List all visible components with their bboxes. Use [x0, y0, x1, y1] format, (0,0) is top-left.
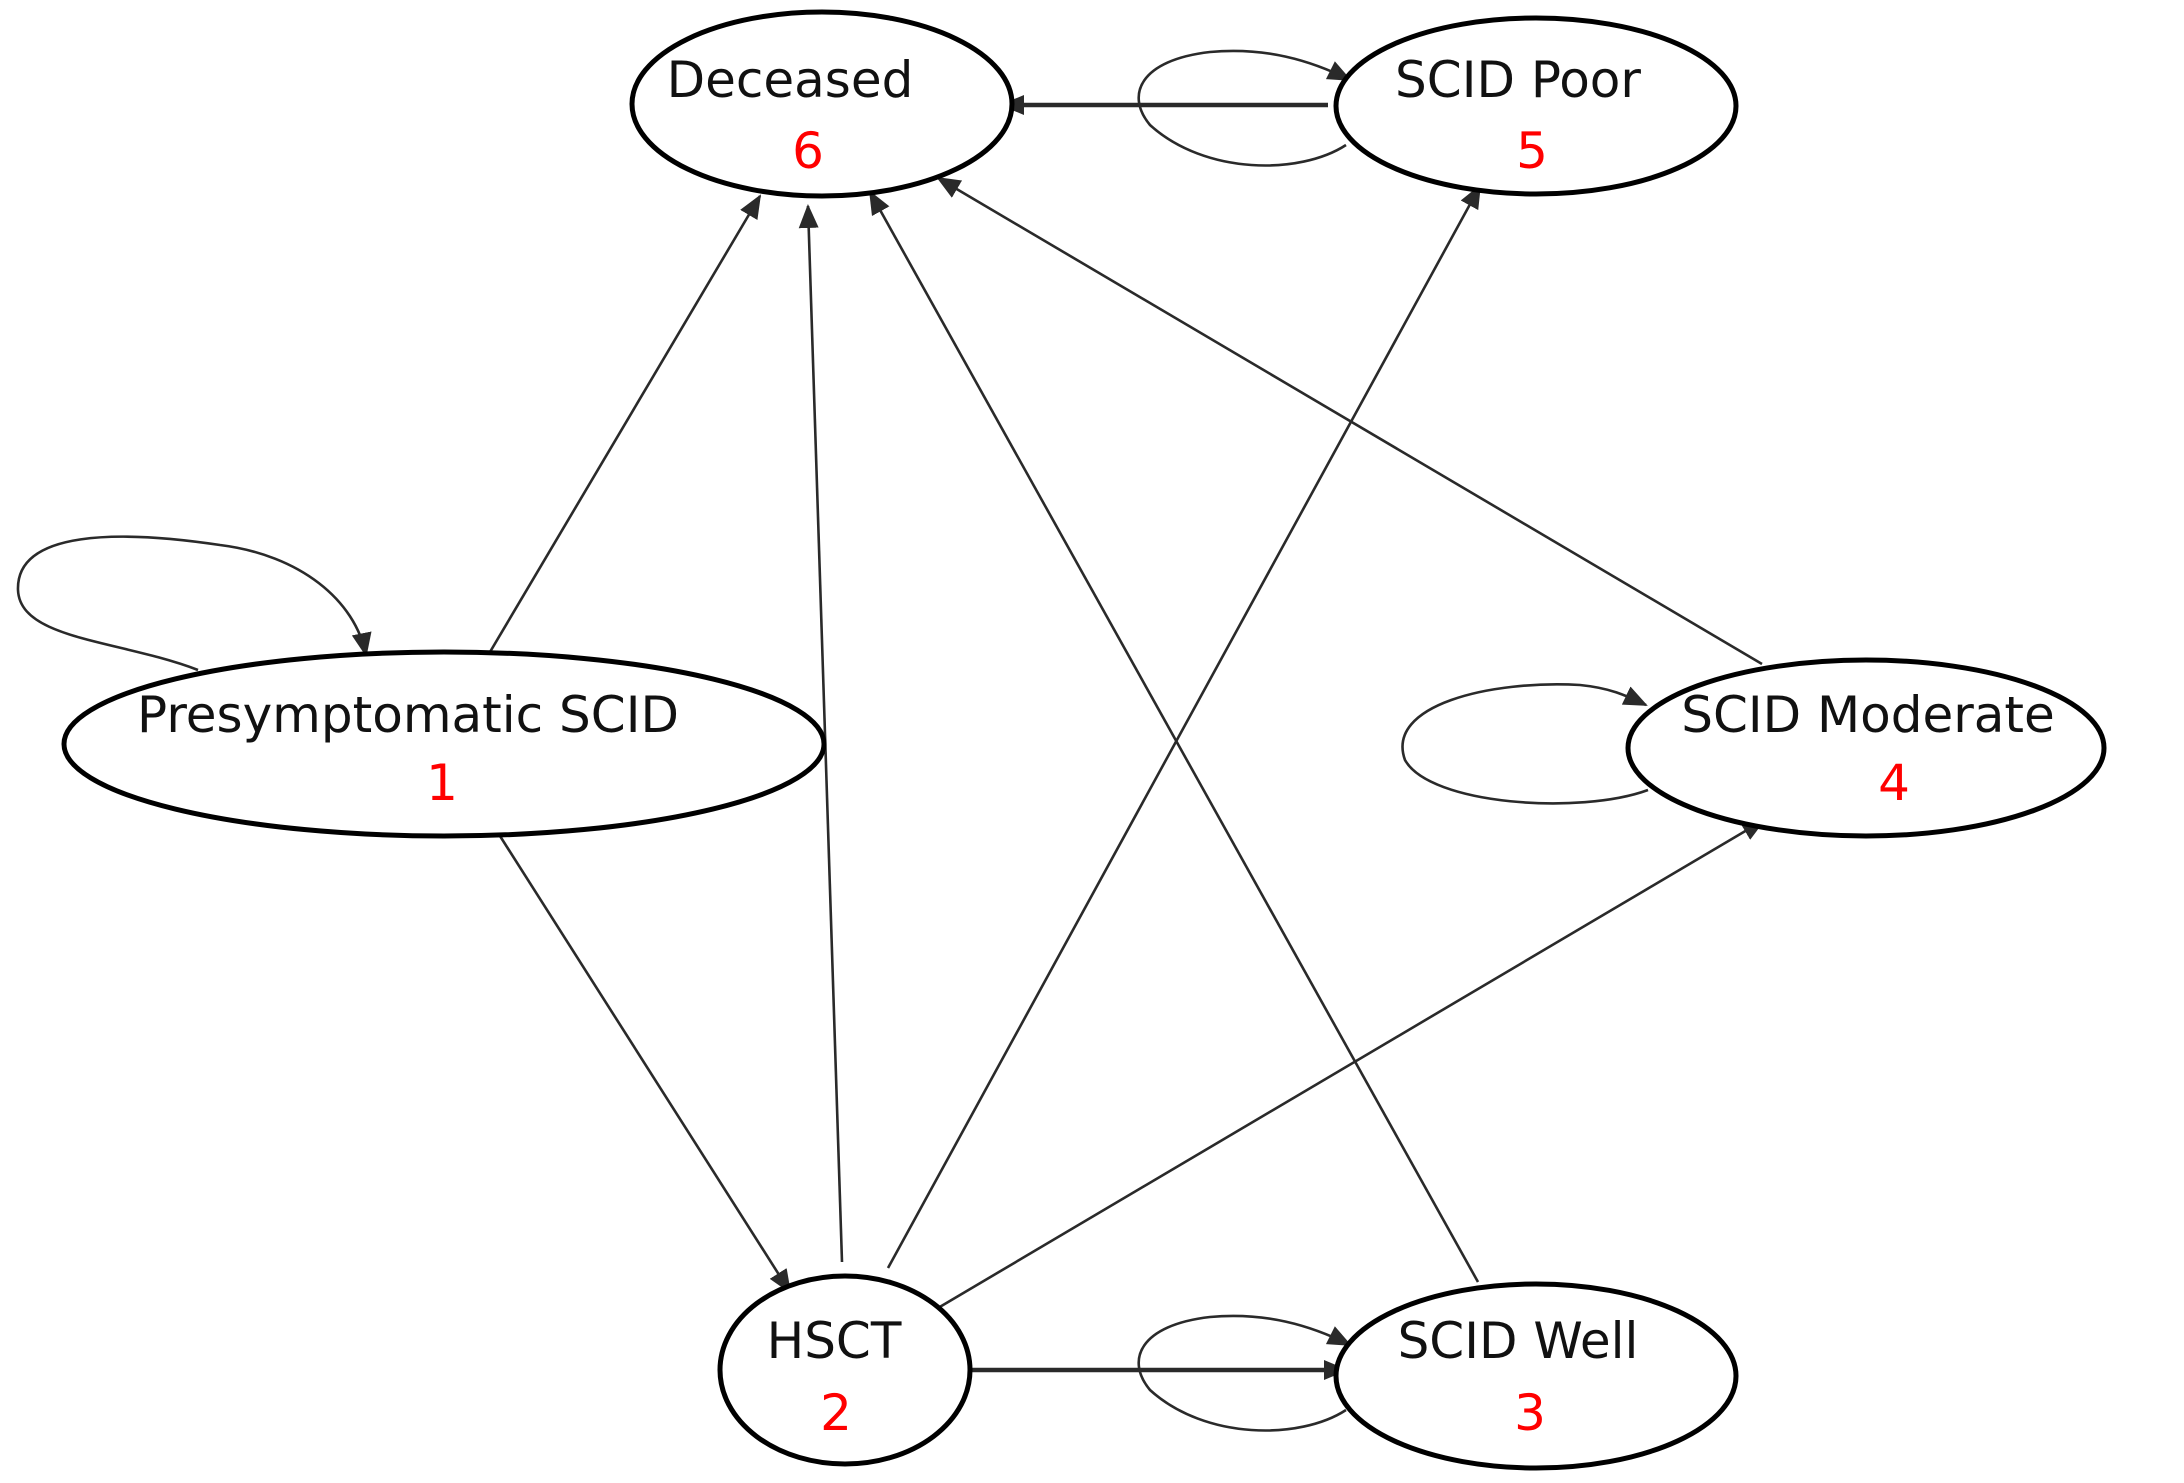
node-presymptomatic-scid: Presymptomatic SCID 1	[61, 649, 827, 839]
node-deceased-label: Deceased	[667, 51, 914, 109]
self-loop-3	[1137, 1314, 1352, 1432]
node-scid-moderate-number: 4	[1878, 754, 1910, 812]
node-scid-well: SCID Well 3	[1333, 1281, 1739, 1471]
edge-2-to-6	[798, 204, 844, 1263]
self-loop-1	[16, 535, 372, 672]
edge-3-to-6	[868, 190, 1480, 1283]
self-loop-5	[1137, 49, 1352, 167]
node-scid-well-number: 3	[1514, 1384, 1546, 1442]
node-hsct-label: HSCT	[767, 1312, 902, 1370]
node-presymptomatic-shape	[61, 649, 827, 839]
edges	[16, 49, 1766, 1432]
node-scid-moderate-shape	[1625, 657, 2107, 839]
node-hsct-number: 2	[820, 1384, 852, 1442]
node-scid-moderate: SCID Moderate 4	[1625, 657, 2107, 839]
node-deceased: Deceased 6	[629, 9, 1015, 199]
node-presymptomatic-number: 1	[426, 754, 458, 812]
node-scid-well-label: SCID Well	[1398, 1312, 1639, 1370]
node-presymptomatic-label: Presymptomatic SCID	[137, 686, 679, 744]
node-hsct: HSCT 2	[717, 1273, 973, 1467]
edge-1-to-6	[488, 194, 762, 653]
node-scid-poor: SCID Poor 5	[1333, 15, 1739, 197]
edge-2-to-5	[886, 184, 1482, 1269]
node-deceased-number: 6	[792, 122, 824, 180]
node-scid-moderate-label: SCID Moderate	[1681, 686, 2055, 744]
node-scid-well-shape	[1333, 1281, 1739, 1471]
edge-1-to-2	[498, 835, 792, 1294]
node-scid-poor-number: 5	[1516, 122, 1548, 180]
node-hsct-shape	[717, 1273, 973, 1467]
edge-2-to-4	[937, 818, 1766, 1310]
node-scid-poor-shape	[1333, 15, 1739, 197]
edge-4-to-6	[936, 176, 1763, 666]
node-deceased-shape	[629, 9, 1015, 199]
node-scid-poor-label: SCID Poor	[1395, 51, 1641, 109]
self-loop-4	[1401, 683, 1649, 805]
